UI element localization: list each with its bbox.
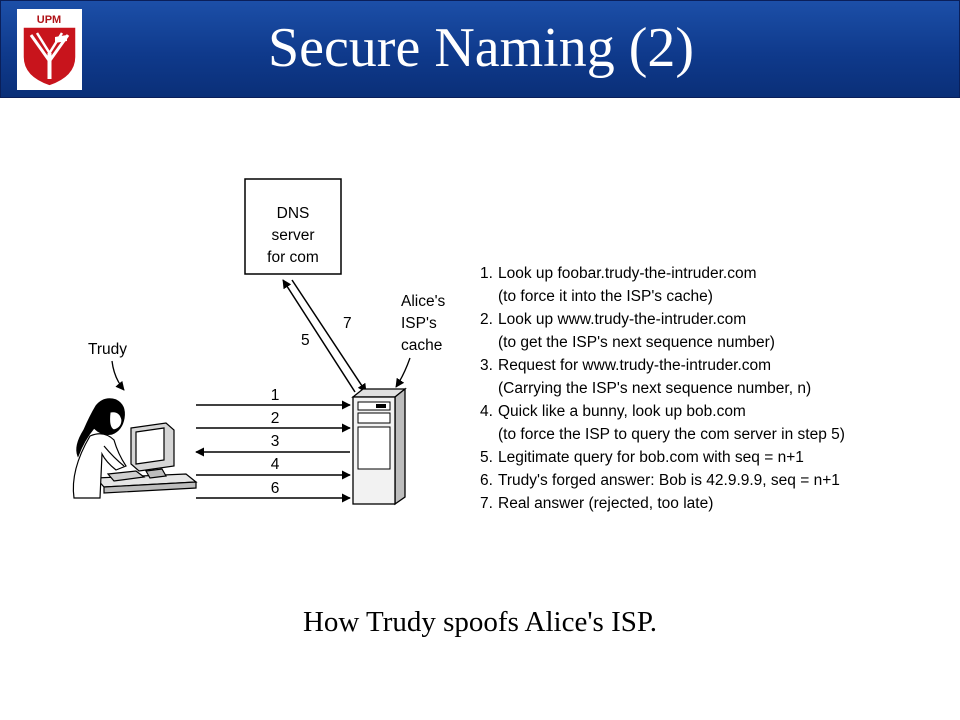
- isp-server-icon: [351, 387, 407, 506]
- step-5-number: 5.: [480, 449, 493, 466]
- figure-caption: How Trudy spoofs Alice's ISP.: [302, 606, 658, 638]
- step-7-text: Real answer (rejected, too late): [498, 495, 714, 512]
- step-2: 2. Look up www.trudy-the-intruder.com (to …: [480, 308, 950, 354]
- arrow-5-label: 5: [301, 332, 310, 349]
- step-6: 6. Trudy's forged answer: Bob is 42.9.9.9…: [480, 469, 950, 492]
- step-4-text: Quick like a bunny, look up bob.com: [498, 403, 746, 420]
- step-7-number: 7.: [480, 495, 493, 512]
- step-4-number: 4.: [480, 403, 493, 420]
- step-1-subtext: (to force it into the ISP's cache): [498, 288, 713, 305]
- trudy-illustration-icon: [72, 398, 198, 499]
- title-banner: UPM Secure Naming (2): [0, 0, 960, 98]
- arrow-4-label: 4: [271, 456, 280, 473]
- step-5: 5. Legitimate query for bob.com with seq …: [480, 446, 950, 469]
- arrow-7-label: 7: [343, 315, 352, 332]
- step-7: 7. Real answer (rejected, too late): [480, 492, 950, 515]
- arrow-2-label: 2: [271, 410, 280, 427]
- arrow-1-label: 1: [271, 387, 280, 404]
- step-1-text: Look up foobar.trudy-the-intruder.com: [498, 265, 757, 282]
- spoofing-diagram: DNS server for com 5 7 Alice's ISP's cac…: [72, 178, 446, 506]
- logo-text: UPM: [37, 14, 61, 26]
- cache-label-line-3: cache: [401, 337, 442, 354]
- upm-logo: UPM: [17, 9, 82, 90]
- dns-box-line-3: for com: [267, 249, 319, 266]
- arrow-6-label: 6: [271, 480, 280, 497]
- step-1: 1. Look up foobar.trudy-the-intruder.com (…: [480, 262, 950, 308]
- step-5-text: Legitimate query for bob.com with seq = …: [498, 449, 804, 466]
- step-4-subtext: (to force the ISP to query the com serve…: [498, 426, 845, 443]
- dns-server-box: DNS server for com: [244, 178, 342, 275]
- cache-pointer-arrow: [395, 357, 411, 388]
- step-3-number: 3.: [480, 357, 493, 374]
- step-2-subtext: (to get the ISP's next sequence number): [498, 334, 775, 351]
- step-3: 3. Request for www.trudy-the-intruder.com…: [480, 354, 950, 400]
- upm-crest-icon: UPM: [19, 11, 80, 88]
- step-2-text: Look up www.trudy-the-intruder.com: [498, 311, 747, 328]
- page-title: Secure Naming (2): [267, 17, 695, 79]
- step-3-subtext: (Carrying the ISP's next sequence number…: [498, 380, 812, 397]
- step-6-text: Trudy's forged answer: Bob is 42.9.9.9, …: [498, 472, 840, 489]
- step-4: 4. Quick like a bunny, look up bob.com (to…: [480, 400, 950, 446]
- step-2-number: 2.: [480, 311, 493, 328]
- step-3-text: Request for www.trudy-the-intruder.com: [498, 357, 772, 374]
- steps-list: 1. Look up foobar.trudy-the-intruder.com (…: [480, 262, 950, 515]
- trudy-pointer-arrow: [111, 360, 125, 391]
- dns-box-line-2: server: [271, 227, 314, 244]
- dns-box-line-1: DNS: [277, 205, 310, 222]
- trudy-label: Trudy: [88, 341, 127, 358]
- arrow-7-line: [291, 279, 367, 393]
- step-6-number: 6.: [480, 472, 493, 489]
- arrow-5-line: [282, 279, 356, 393]
- arrow-3-label: 3: [271, 433, 280, 450]
- step-1-number: 1.: [480, 265, 493, 282]
- cache-label-line-2: ISP's: [401, 315, 437, 332]
- cache-label-line-1: Alice's: [401, 293, 446, 310]
